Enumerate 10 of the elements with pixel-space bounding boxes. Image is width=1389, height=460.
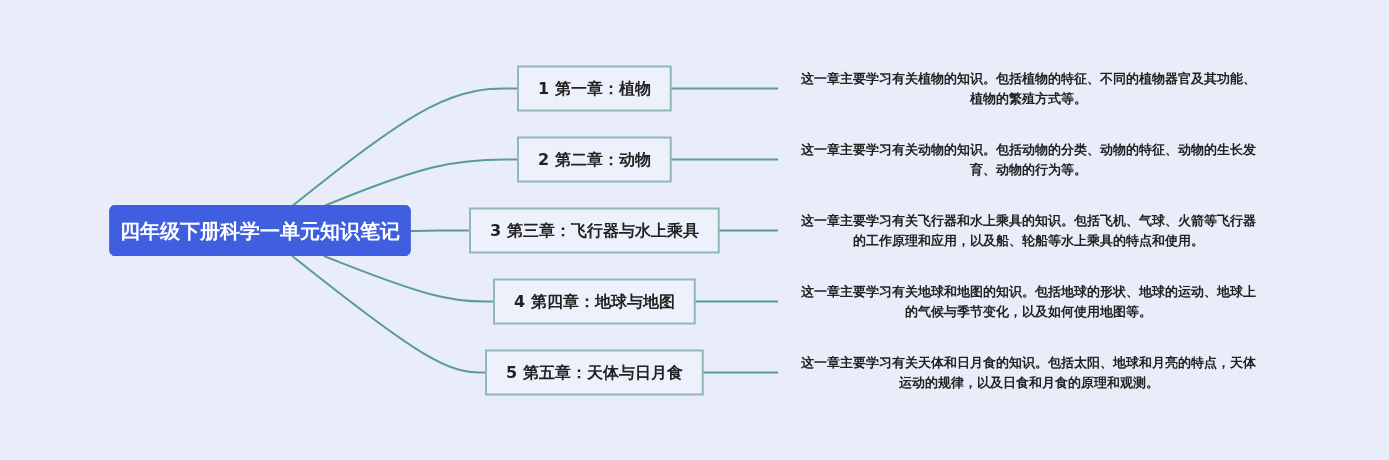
node-text: 这一章主要学习有关飞行器和水上乘具的知识。包括飞机、气球、火箭等飞行器的工作原理和应用，以及船、轮船等水上乘具的特点和使用。 [801,212,1257,247]
node-box [485,349,704,395]
node-text: 这一章主要学习有关天体和日月食的知识。包括太阳、地球和月亮的特点，天体运动的规律，以及日食和月食的原理和观测。 [801,354,1257,389]
node-box [469,207,720,253]
node-box [517,136,672,182]
node-text: 这一章主要学习有关动物的知识。包括动物的分类、动物的特征、动物的生长发育、动物的行为等。 [801,141,1257,176]
node-text: 这一章主要学习有关地球和地图的知识。包括地球的形状、地球的运动、地球上的气候与季节变化，以及如何使用地图等。 [801,283,1257,318]
node-box [517,65,672,111]
node-box [493,278,696,324]
node-text: 这一章主要学习有关植物的知识。包括植物的特征、不同的植物器官及其功能、植物的繁殖方式等。 [801,70,1257,105]
